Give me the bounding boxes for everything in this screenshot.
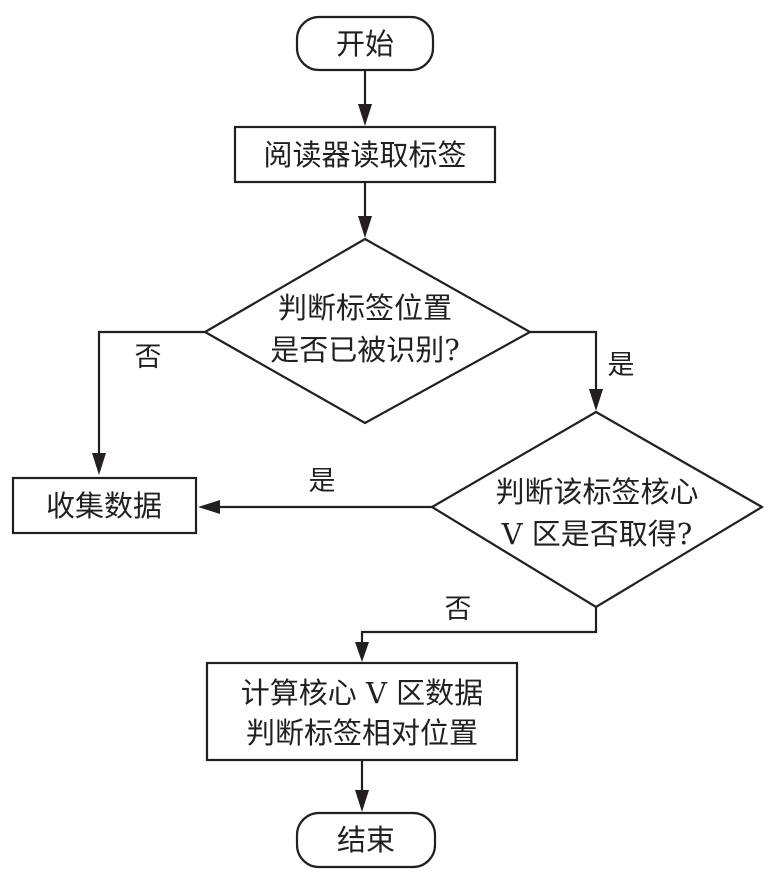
end-label: 结束 <box>337 823 395 857</box>
end-node: 结束 <box>295 811 437 869</box>
decision1-yes-label: 是 <box>608 350 635 381</box>
decision2-yes-label: 是 <box>309 466 336 497</box>
read-tag-node: 阅读器读取标签 <box>233 125 497 184</box>
compute-label-line1: 计算核心 V 区数据 <box>241 676 483 710</box>
collect-data-label: 收集数据 <box>46 489 162 523</box>
arrow-decision1-yes-to-decision2 <box>530 330 603 411</box>
arrow-decision2-yes-to-collect <box>198 500 432 514</box>
arrow-compute-to-end <box>355 760 369 812</box>
arrow-read-to-decision1 <box>358 182 372 238</box>
arrow-decision2-no-to-compute <box>355 607 598 662</box>
arrow-start-to-read <box>358 70 372 126</box>
decision2-label-line2: V 区是否取得? <box>501 517 693 551</box>
collect-data-node: 收集数据 <box>11 476 198 535</box>
compute-label-line2: 判断标签相对位置 <box>246 716 478 750</box>
arrow-decision1-no-to-collect <box>92 330 205 475</box>
start-label: 开始 <box>336 27 394 61</box>
read-tag-label: 阅读器读取标签 <box>263 138 466 172</box>
compute-node: 计算核心 V 区数据 判断标签相对位置 <box>205 661 519 762</box>
decision1-label-line1: 判断标签位置 <box>278 291 452 325</box>
decision1-label-line2: 是否已被识别? <box>270 333 460 367</box>
start-node: 开始 <box>295 15 435 72</box>
decision2-label-line1: 判断该标签核心 <box>495 475 698 509</box>
decision2-no-label: 否 <box>445 594 472 625</box>
decision2-node: 判断该标签核心 V 区是否取得? <box>429 410 765 609</box>
decision1-node: 判断标签位置 是否已被识别? <box>202 237 533 425</box>
decision1-no-label: 否 <box>135 342 162 373</box>
